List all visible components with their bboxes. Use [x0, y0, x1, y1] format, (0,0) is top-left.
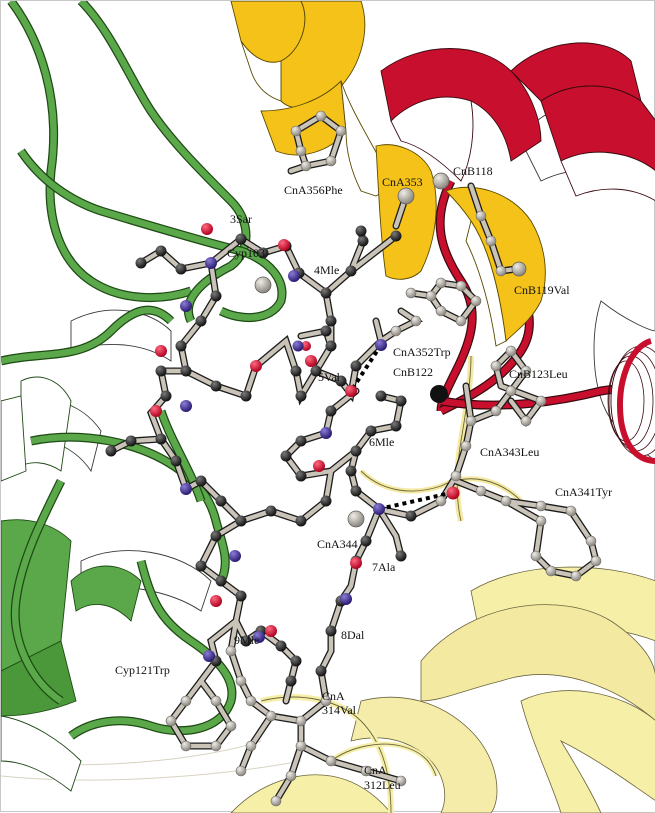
cna-pale-coils [1, 355, 523, 813]
carbon-atoms [105, 225, 417, 687]
calpha-markers [254, 172, 527, 528]
cnb-helix [380, 42, 655, 201]
nitrogen-atoms [180, 257, 387, 662]
cnb122-atom [430, 385, 448, 403]
cna-helix-top [230, 1, 546, 347]
cna-pale-ribbons [230, 566, 655, 813]
hbond-val5-trp352 [349, 343, 383, 393]
sidechain-atoms [165, 110, 602, 807]
cnb-spring-helix [607, 338, 655, 464]
hydrogen-bonds [349, 343, 452, 511]
oxygen-atoms [150, 223, 460, 637]
